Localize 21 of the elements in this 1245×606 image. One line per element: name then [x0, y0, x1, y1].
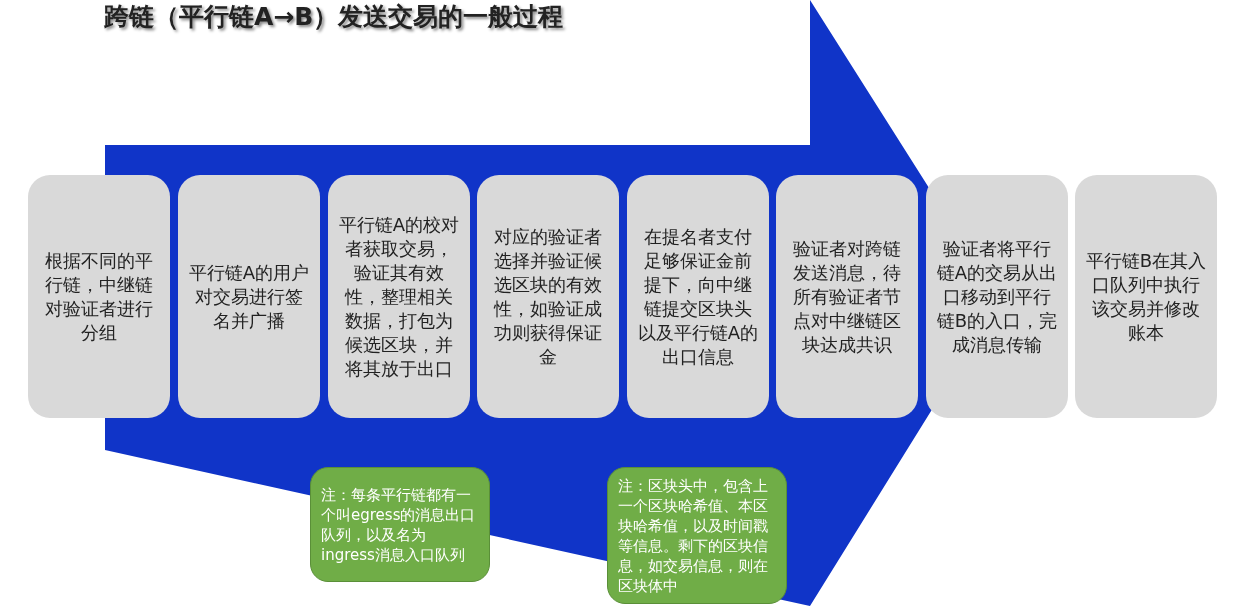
step-box [926, 175, 1068, 418]
step-text: 验证者对跨链发送消息，待所有验证者节点对中继链区块达成共识 [792, 236, 902, 357]
step-box [28, 175, 170, 418]
note-text: 注：每条平行链都有一个叫egress的消息出口队列，以及名为ingress消息入口队列 [321, 484, 477, 565]
step-text: 验证者将平行链A的交易从出口移动到平行链B的入口，完成消息传输 [936, 236, 1058, 357]
step-box [328, 175, 470, 418]
step-text: 根据不同的平行链，中继链对验证者进行分组 [44, 248, 154, 345]
step-text: 在提名者支付足够保证金前提下，向中继链提交区块头以及平行链A的出口信息 [637, 224, 759, 369]
note-text: 注：区块头中，包含上一个区块哈希值、本区块哈希值，以及时间戳等信息。剩下的区块信息，如交易信息，则在区块体中 [618, 475, 769, 596]
step-box [178, 175, 320, 418]
step-text: 平行链A的用户对交易进行签名并广播 [188, 260, 310, 333]
note-box [607, 467, 787, 604]
step-box [477, 175, 619, 418]
step-box [627, 175, 769, 418]
step-text: 平行链B在其入口队列中执行该交易并修改账本 [1085, 248, 1207, 345]
diagram-title: 跨链（平行链A→B）发送交易的一般过程 [104, 1, 564, 33]
step-box [776, 175, 918, 418]
step-text: 平行链A的校对者获取交易，验证其有效性，整理相关数据，打包为候选区块，并将其放于出口 [338, 212, 460, 381]
note-box [310, 467, 490, 582]
step-text: 对应的验证者选择并验证候选区块的有效性，如验证成功则获得保证金 [492, 224, 603, 369]
step-box [1075, 175, 1217, 418]
